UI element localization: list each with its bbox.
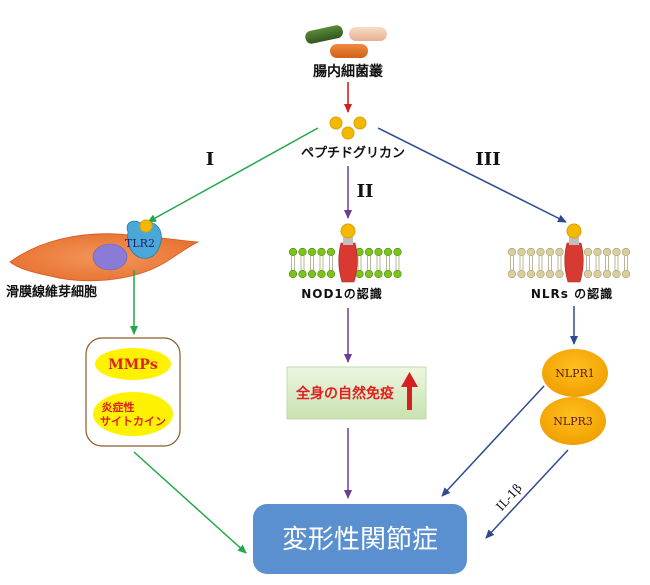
nlrp3-label: NLPR3 xyxy=(553,415,593,428)
mmps-label: MMPs xyxy=(108,357,158,373)
pathway-1-numeral: I xyxy=(206,149,214,170)
nlrs-receptor-icon xyxy=(564,223,584,283)
pathway-2-numeral: II xyxy=(357,181,374,202)
nod1-label: NOD1の認識 xyxy=(301,286,383,301)
peptidoglycan-icon xyxy=(329,116,367,140)
gut-bacteria-icon xyxy=(305,25,387,58)
nod1-membrane-icon xyxy=(288,247,402,279)
nlrs-membrane-icon xyxy=(507,247,631,279)
cytokine-label-line1: 炎症性 xyxy=(102,400,135,414)
il1b-label: IL-1β xyxy=(493,481,524,514)
innate-immunity-label: 全身の自然免疫 xyxy=(295,385,394,402)
fibroblast-to-oa-arrow xyxy=(133,451,247,554)
synovial-fibroblast-label: 滑膜線維芽細胞 xyxy=(6,284,97,300)
osteoarthritis-label: 変形性関節症 xyxy=(282,525,438,555)
nod1-receptor-icon xyxy=(338,223,358,283)
pathway-1-arrow xyxy=(147,127,319,223)
pathway-3-arrow xyxy=(377,127,567,223)
innate-immunity-box xyxy=(286,366,427,420)
cytokine-label-line2: サイトカイン xyxy=(100,415,166,428)
peptidoglycan-label: ペプチドグリカン xyxy=(301,145,405,161)
tlr2-receptor-icon xyxy=(126,219,162,259)
pathway-3-numeral: III xyxy=(475,149,500,170)
increase-arrow-icon xyxy=(401,372,418,410)
nlrp1-oval xyxy=(542,349,608,397)
nlrp1-label: NLPR1 xyxy=(555,367,595,380)
synovial-fibroblast-icon xyxy=(9,233,200,282)
nlrp1-to-oa-arrow xyxy=(441,385,545,497)
gut-microbiota-label: 腸内細菌叢 xyxy=(313,63,383,80)
cytokine-oval xyxy=(93,392,173,436)
mmps-oval xyxy=(95,348,171,380)
nlrp3-to-oa-arrow xyxy=(485,449,569,539)
nlrp3-oval xyxy=(540,397,606,445)
tlr2-label: TLR2 xyxy=(125,237,155,250)
osteoarthritis-box xyxy=(253,504,467,574)
nlrs-label: NLRs の認識 xyxy=(531,286,613,301)
